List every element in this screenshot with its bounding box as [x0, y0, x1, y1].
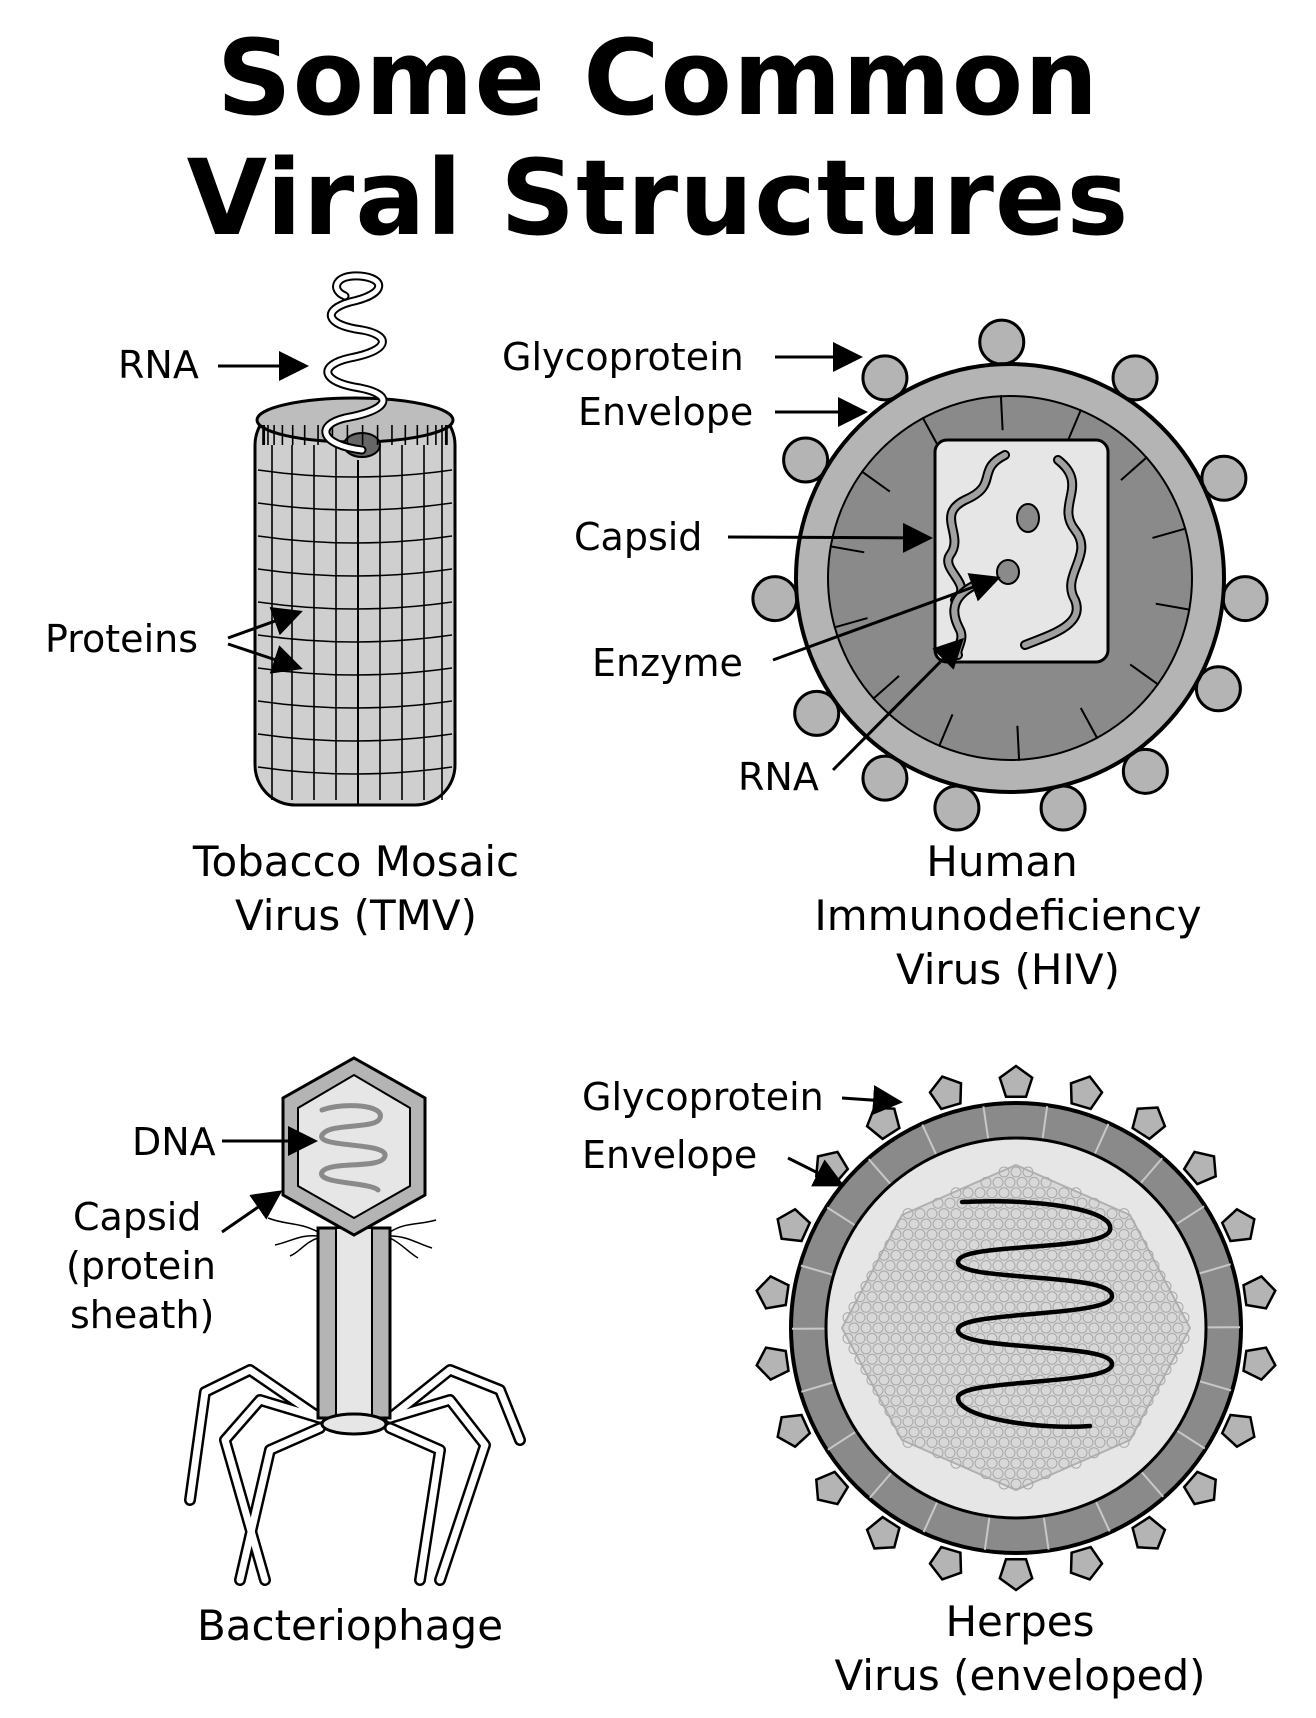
tmv-diagram: RNA Proteins Tobacco Mosaic Virus (TMV): [45, 271, 519, 940]
hiv-rna-strands: [943, 450, 1087, 660]
herpes-glycoprotein-spike: [998, 1064, 1034, 1099]
hiv-label-enzyme: Enzyme: [592, 641, 743, 685]
phage-label-dna: DNA: [132, 1120, 216, 1164]
phage-tail-core: [335, 1227, 373, 1417]
phage-caption: Bacteriophage: [197, 1601, 503, 1650]
herpes-glycoprotein-spike: [928, 1075, 963, 1111]
hiv-glycoprotein-knob: [793, 689, 841, 737]
herpes-envelope-arrow: [787, 1156, 845, 1187]
herpes-glycoprotein-spike: [1220, 1413, 1256, 1449]
herpes-caption-line-1: Herpes: [945, 1597, 1094, 1646]
hiv-label-glycoprotein: Glycoprotein: [502, 335, 744, 379]
hiv-enzyme-1: [1016, 503, 1040, 533]
herpes-capsid: [840, 1163, 1192, 1492]
herpes-dna: [955, 1198, 1115, 1429]
hiv-label-envelope: Envelope: [578, 390, 753, 434]
hiv-glycoprotein-knob: [978, 318, 1026, 366]
hiv-diagram: Glycoprotein Envelope Capsid Enzyme RNA …: [502, 318, 1269, 994]
phage-tail-fibers: [267, 1217, 437, 1259]
hiv-enzyme-arrow: [772, 573, 1001, 662]
hiv-glycoprotein-knob: [1039, 784, 1087, 832]
hiv-label-capsid: Capsid: [574, 515, 702, 559]
hiv-glycoprotein-knob: [1121, 747, 1169, 795]
hiv-enzyme-2: [996, 559, 1020, 585]
hiv-glycoprotein-knobs: [751, 318, 1269, 832]
tmv-label-proteins: Proteins: [45, 617, 198, 661]
bacteriophage-diagram: DNA Capsid (protein sheath) Bacteriophag…: [66, 1056, 526, 1650]
herpes-glycoprotein-spike: [776, 1413, 812, 1449]
tmv-protein-arrow-2: [227, 642, 303, 674]
phage-capsid-arrow: [221, 1190, 283, 1234]
herpes-glycoprotein-spike: [1069, 1075, 1104, 1111]
phage-legs: [184, 1364, 526, 1586]
herpes-glycoprotein-spike: [1069, 1545, 1104, 1581]
herpes-label-envelope: Envelope: [582, 1133, 757, 1177]
herpes-glycoprotein-spike: [1131, 1106, 1167, 1141]
herpes-glycoprotein-spike: [814, 1470, 850, 1506]
phage-base-plate: [320, 1412, 388, 1436]
hiv-glycoprotein-knob: [1200, 454, 1248, 502]
herpes-glycoprotein-spike: [928, 1545, 963, 1581]
herpes-glycoprotein-spike: [755, 1346, 790, 1382]
herpes-glycoprotein-spike: [755, 1274, 790, 1310]
hiv-rna-arrow: [831, 637, 965, 772]
herpes-label-glycoprotein: Glycoprotein: [582, 1075, 824, 1119]
title-line-2: Viral Structures: [186, 137, 1130, 259]
hiv-glycoprotein-knob: [1194, 665, 1242, 713]
herpes-diagram: Glycoprotein Envelope Herpes Virus (enve…: [582, 1064, 1277, 1700]
herpes-glycoprotein-arrow: [841, 1085, 903, 1116]
herpes-glycoprotein-spike: [1242, 1346, 1277, 1382]
hiv-caption-line-2: Immunodeficiency: [814, 891, 1201, 940]
hiv-label-rna: RNA: [738, 755, 819, 799]
hiv-glycoprotein-knob: [1111, 354, 1159, 402]
herpes-glycoprotein-spike: [1182, 1150, 1218, 1186]
herpes-glycoprotein-spike: [1220, 1207, 1256, 1243]
herpes-caption-line-2: Virus (enveloped): [834, 1651, 1205, 1700]
herpes-glycoprotein-spike: [865, 1106, 901, 1141]
page-title: Some Common Viral Structures: [0, 18, 1316, 258]
phage-dna: [319, 1103, 388, 1193]
hiv-caption-line-3: Virus (HIV): [896, 945, 1120, 994]
title-line-1: Some Common: [216, 17, 1100, 139]
tmv-label-rna: RNA: [118, 343, 199, 387]
herpes-glycoprotein-spike: [1182, 1470, 1218, 1506]
tmv-caption-line-1: Tobacco Mosaic: [192, 837, 519, 886]
hiv-glycoprotein-knob: [1221, 575, 1269, 623]
hiv-glycoprotein-knob: [861, 354, 909, 402]
tmv-protein-rod: [253, 396, 457, 807]
hiv-glycoprotein-knob: [933, 784, 981, 832]
phage-label-capsid-3: sheath): [70, 1293, 214, 1337]
phage-label-capsid-1: Capsid: [73, 1195, 201, 1239]
tmv-caption-line-2: Virus (TMV): [235, 891, 477, 940]
tmv-protein-arrow-1: [227, 607, 303, 640]
herpes-glycoprotein-spike: [1131, 1515, 1167, 1550]
hiv-capsid-arrow: [727, 522, 933, 553]
hiv-glycoprotein-knob: [751, 575, 799, 623]
hiv-caption-line-1: Human: [926, 837, 1077, 886]
herpes-glycoprotein-spike: [865, 1515, 901, 1550]
hiv-glycoprotein-knob: [861, 754, 909, 802]
herpes-glycoprotein-spike: [998, 1557, 1034, 1592]
herpes-glycoprotein-spike: [776, 1207, 812, 1243]
hiv-glycoprotein-knob: [782, 436, 830, 484]
herpes-glycoprotein-spike: [1242, 1274, 1277, 1310]
phage-label-capsid-2: (protein: [66, 1244, 216, 1288]
